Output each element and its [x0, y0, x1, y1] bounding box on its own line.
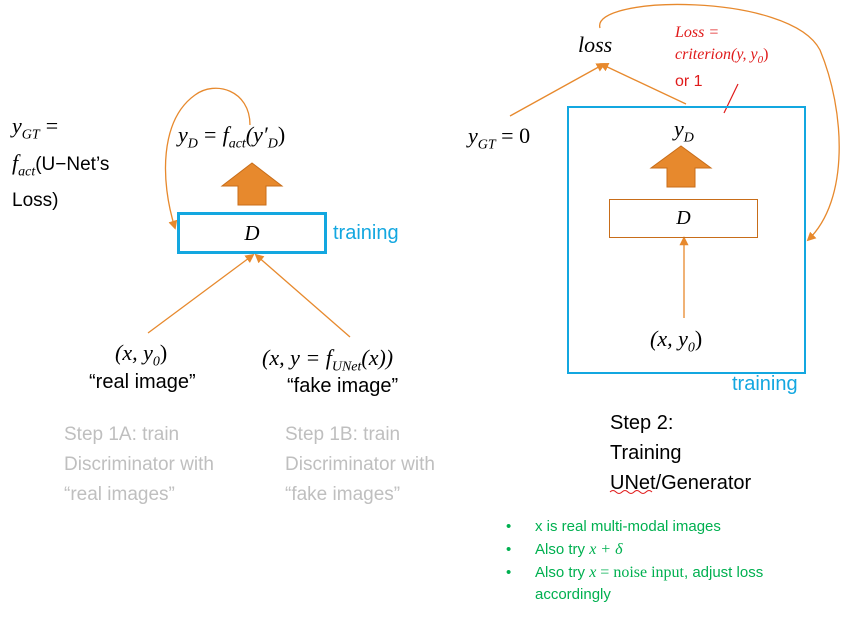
bullet-text-3-math-rest: = noise input: [596, 564, 684, 581]
yd-arg: (y′: [245, 122, 268, 147]
step2-line3: UNet/Generator: [610, 472, 752, 494]
fake-image-tuple: (x, y = fUNet(x)): [262, 345, 393, 375]
training-label-left: training: [333, 222, 399, 244]
real-image-caption: “real image”: [89, 371, 196, 393]
right-ygt-subscript: GT: [477, 137, 496, 153]
right-ygt-equation: yGT = 0: [468, 123, 530, 153]
real-image-tuple: (x, y0): [115, 340, 167, 370]
yd-symbol: y: [178, 122, 188, 147]
right-ygt-rest: = 0: [495, 123, 531, 148]
training-label-right: training: [732, 373, 798, 395]
step1a-text: Step 1A: train Discriminator with “real …: [64, 424, 214, 505]
loss-annotation-subscript: 0: [757, 54, 764, 67]
bullet-text-3-prefix: Also try: [535, 564, 590, 581]
step2-line2: Training: [610, 442, 682, 464]
bullet-text-3-line2: accordingly: [535, 586, 611, 603]
right-yd-output: yD: [674, 116, 694, 146]
right-tuple-subscript: 0: [687, 340, 695, 356]
right-yd-subscript: D: [683, 130, 694, 146]
yd-equals: =: [204, 122, 217, 147]
yd-fact-subscript: act: [228, 136, 246, 152]
discriminator-label-left: D: [244, 220, 260, 245]
arrow-yd-to-loss: [599, 62, 687, 105]
fake-tuple-text: (x, y = f: [262, 345, 332, 370]
loss-annotation-pointer: [723, 83, 739, 114]
feedback-curve-left: [164, 87, 251, 230]
right-tuple-close: ): [694, 326, 703, 351]
arrow-fake-to-d: [254, 253, 351, 338]
fact-subscript: act: [18, 164, 36, 180]
arrow-real-to-d: [147, 253, 255, 334]
bullet-text-1: x is real multi-modal images: [535, 518, 721, 535]
discriminator-box-left: D: [177, 212, 327, 254]
loss-annotation-close: ): [763, 46, 769, 63]
discriminator-box-right: D: [609, 199, 758, 238]
feedback-curve-right: [599, 3, 840, 242]
right-input-tuple: (x, y0): [650, 326, 702, 356]
up-arrow-right: [649, 145, 713, 188]
ygt-equals: =: [45, 113, 59, 138]
spell-check-squiggle: [609, 490, 653, 494]
right-yd-symbol: y: [674, 116, 684, 141]
fake-tuple-close: (x)): [361, 345, 394, 370]
bullet-dot: •: [506, 518, 512, 535]
bullet-text-3-math-x: x: [589, 564, 597, 581]
ygt-symbol: y: [12, 113, 22, 138]
loss-annotation-line2: criterion(y, y: [675, 46, 758, 63]
right-tuple-text: (x, y: [650, 326, 688, 351]
fake-image-caption: “fake image”: [287, 375, 399, 397]
step2-line1: Step 2:: [610, 412, 674, 434]
step1b-text: Step 1B: train Discriminator with “fake …: [285, 424, 435, 505]
discriminator-label-right: D: [676, 207, 691, 229]
real-tuple-close: ): [159, 340, 168, 365]
real-tuple-subscript: 0: [152, 354, 160, 370]
yd-close: ): [277, 122, 286, 147]
fake-tuple-subscript: UNet: [331, 359, 362, 375]
left-yd-equation: yD = fact(y′D): [178, 122, 285, 152]
loss-annotation-line3: or 1: [675, 73, 703, 91]
bullet-dot: •: [506, 541, 512, 558]
loss-annotation: Loss = criterion(y, y0) or 1: [675, 22, 768, 93]
step2-text: Step 2: Training UNet/Generator: [610, 408, 751, 498]
ygt-text-line2: Loss): [12, 189, 59, 211]
loss-annotation-line1: Loss =: [675, 24, 720, 41]
up-arrow-left: [220, 162, 284, 206]
real-tuple-text: (x, y: [115, 340, 153, 365]
training-frame-right: [567, 106, 806, 374]
right-ygt-symbol: y: [468, 123, 478, 148]
bullet-text-2-prefix: Also try: [535, 541, 590, 558]
yd-subscript: D: [187, 136, 198, 152]
bullet-text-3-suffix: , adjust loss: [683, 564, 764, 581]
ygt-text-line1: (U−Net’s: [35, 154, 110, 176]
left-ygt-equation: yGT = fact(U−Net’s Loss): [12, 112, 109, 215]
bullet-dot: •: [506, 564, 512, 581]
loss-label: loss: [578, 32, 613, 57]
arrow-ygt-to-loss: [509, 63, 606, 117]
bullet-text-2-math: x + δ: [589, 541, 623, 558]
yd-fact: f: [222, 122, 229, 147]
fact-symbol: f: [12, 150, 19, 176]
yd-arg-subscript: D: [267, 136, 278, 152]
ygt-subscript: GT: [21, 127, 40, 143]
